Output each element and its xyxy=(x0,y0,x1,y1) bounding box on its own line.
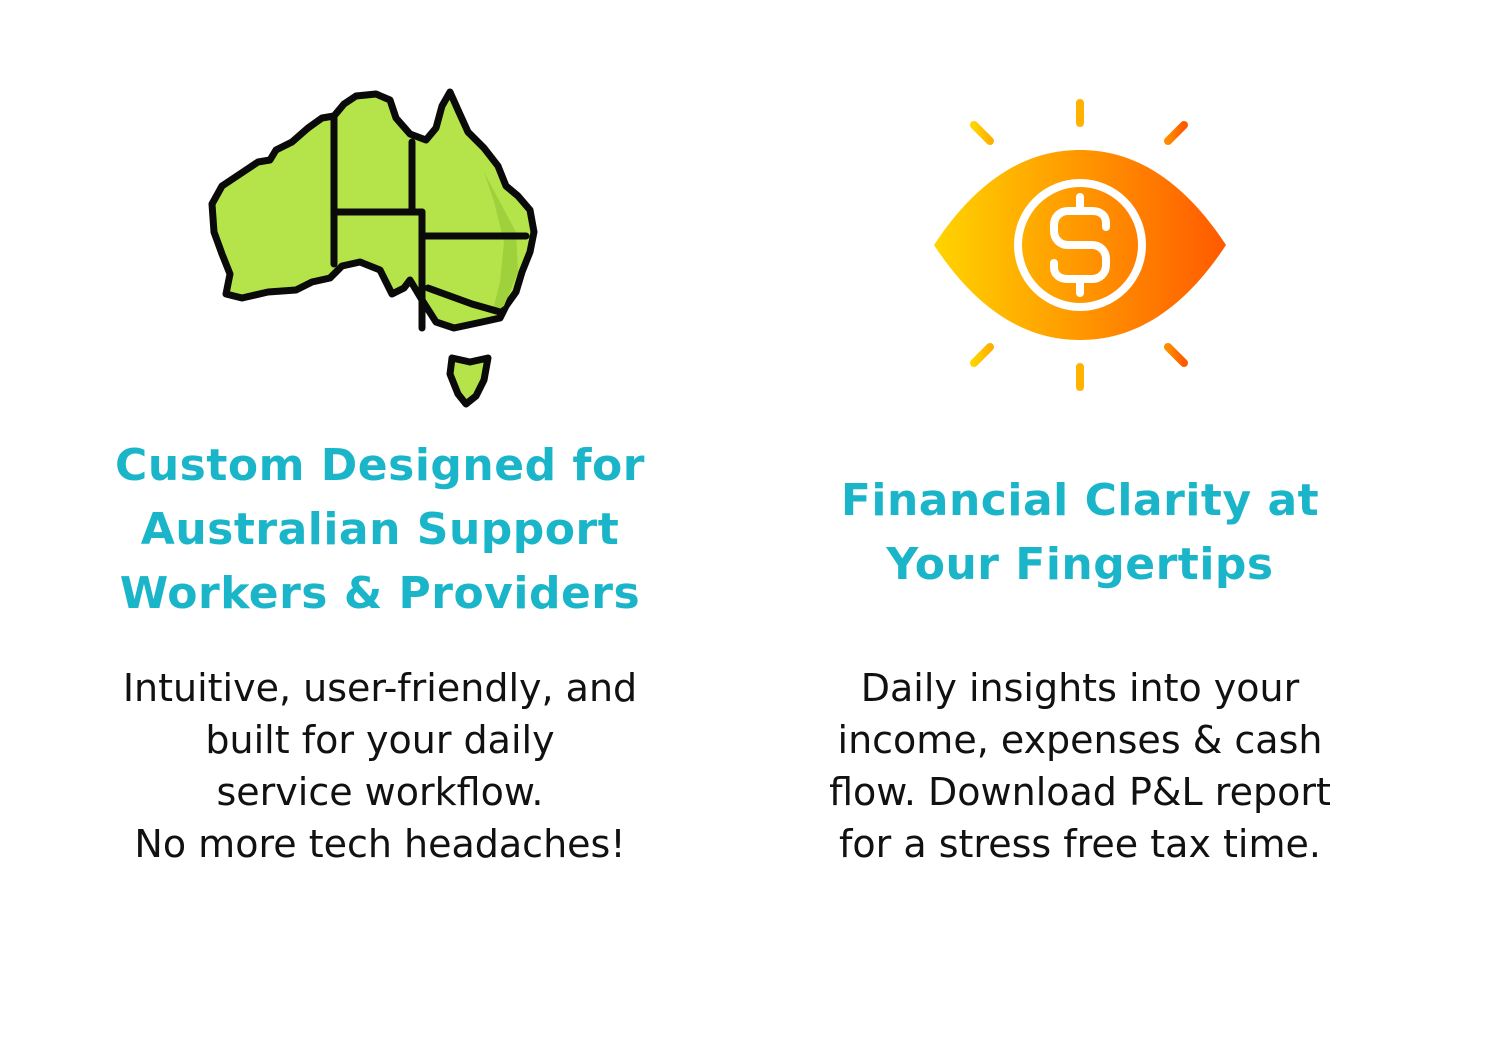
description-line: service workflow. xyxy=(216,770,544,814)
heading-line: Workers & Providers xyxy=(119,568,641,619)
feature-description: Daily insights into your income, expense… xyxy=(720,662,1440,870)
feature-heading: Financial Clarity at Your Fingertips xyxy=(720,469,1440,597)
heading-line: Australian Support xyxy=(140,504,620,555)
australia-map-icon xyxy=(200,82,560,412)
feature-description: Intuitive, user-friendly, and built for … xyxy=(20,662,740,870)
description-line: Intuitive, user-friendly, and xyxy=(122,666,638,710)
description-line: for a stress free tax time. xyxy=(839,822,1321,866)
description-line: flow. Download P&L report xyxy=(829,770,1331,814)
heading-line: Financial Clarity at xyxy=(840,475,1320,526)
heading-line: Your Fingertips xyxy=(886,539,1274,590)
description-line: No more tech headaches! xyxy=(134,822,626,866)
feature-heading: Custom Designed for Australian Support W… xyxy=(20,434,740,626)
description-line: built for your daily xyxy=(205,718,555,762)
heading-line: Custom Designed for xyxy=(115,440,645,491)
eye-dollar-icon xyxy=(920,95,1240,395)
description-line: Daily insights into your xyxy=(860,666,1300,710)
description-line: income, expenses & cash xyxy=(837,718,1323,762)
